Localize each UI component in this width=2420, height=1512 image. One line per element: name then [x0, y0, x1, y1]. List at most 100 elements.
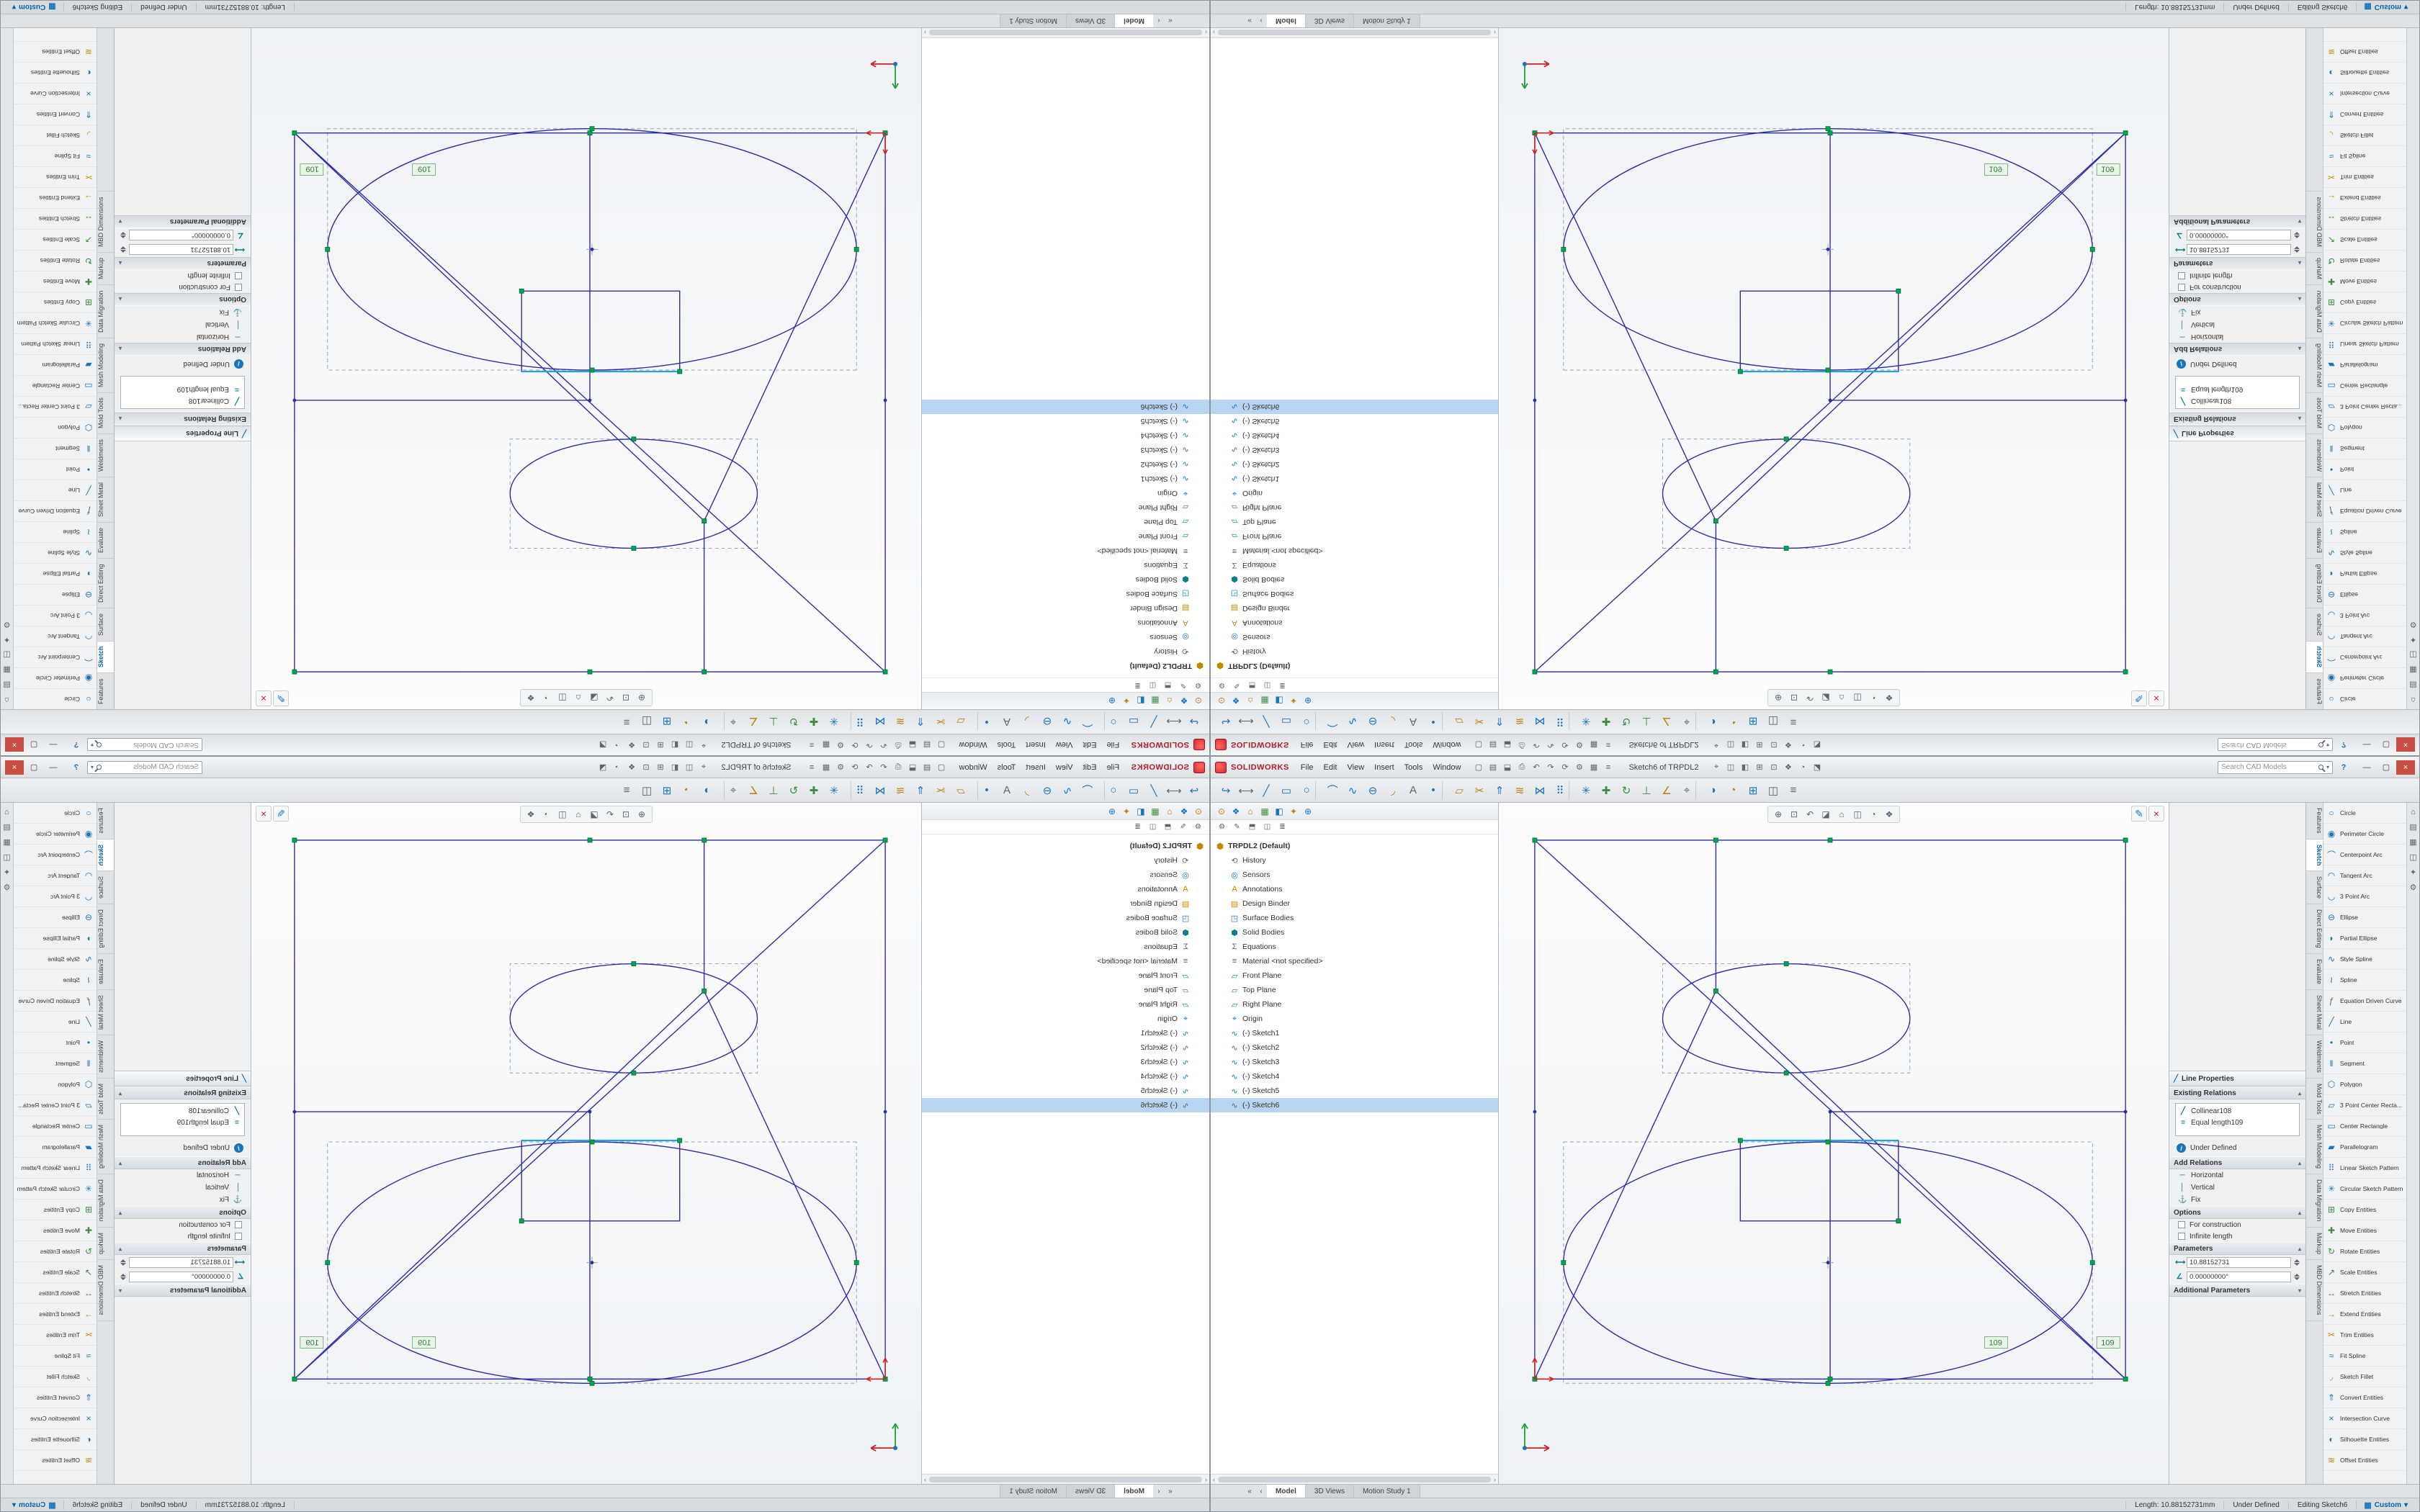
point-icon[interactable]: • — [977, 780, 996, 800]
tree-item[interactable]: ∿ (-) Sketch4 — [1211, 1069, 1498, 1084]
tree-item[interactable]: ∿ (-) Sketch3 — [1211, 1055, 1498, 1069]
sketch-tool-item[interactable]: ≀ Spline — [14, 521, 97, 542]
tree-item[interactable]: ∿ (-) Sketch3 — [1211, 443, 1498, 457]
menu-item[interactable]: View — [1055, 740, 1073, 750]
option-checkbox[interactable]: For construction — [115, 1219, 251, 1230]
cancel-sketch-icon[interactable]: × — [2148, 690, 2164, 706]
print-icon[interactable]: ⎙ — [895, 741, 902, 750]
minimize-button[interactable]: — — [2362, 740, 2371, 750]
scrollbar-thumb[interactable] — [1218, 30, 1491, 36]
tree-display-icon[interactable]: ❖ — [1232, 806, 1240, 816]
sketch-tool-item[interactable]: ≈ Fit Spline — [14, 1346, 97, 1367]
add-relation-button[interactable]: ⚓ Fix — [2169, 1194, 2305, 1206]
sketch-tool-item[interactable]: ⊞ Copy Entities — [2323, 1200, 2406, 1220]
tree-display-icon[interactable]: ❖ — [1180, 696, 1188, 706]
collapse-caret-icon[interactable]: ▴ — [2298, 296, 2301, 303]
option-checkbox[interactable]: For construction — [2169, 1219, 2305, 1230]
save-icon[interactable]: ⬓ — [1503, 763, 1512, 772]
sketch-tool-item[interactable]: ╱ Line — [14, 480, 97, 500]
dimxpert-tab-icon[interactable]: ◫ — [1263, 823, 1271, 831]
collapse-caret-icon[interactable]: ▴ — [119, 346, 122, 353]
displaymanager-tab-icon[interactable]: ≣ — [1134, 823, 1141, 831]
maximize-button[interactable]: ▢ — [30, 763, 38, 772]
sketch-tool-item[interactable]: ⊞ Copy Entities — [14, 1200, 97, 1220]
file-explorer-tab-icon[interactable]: ▦ — [3, 665, 11, 674]
design-library-tab-icon[interactable]: ▤ — [2409, 823, 2417, 832]
status-mode[interactable]: ▦ Custom ▾ — [5, 2, 64, 12]
sketch-tool-item[interactable]: ‖ Segment — [14, 1053, 97, 1074]
checkbox-icon[interactable] — [2178, 272, 2185, 279]
tree-item[interactable]: ≡ Material <not specified> — [922, 954, 1209, 968]
featuremanager-tab-icon[interactable]: ⚙ — [1219, 681, 1225, 689]
tree-filter-icon[interactable]: ⊙ — [1217, 696, 1226, 706]
text-icon[interactable]: A — [1003, 716, 1011, 728]
file-properties-icon[interactable]: ▦ — [1590, 740, 1598, 749]
offset-entities-icon[interactable]: ≋ — [1515, 784, 1525, 797]
document-tab[interactable]: Model — [1114, 14, 1153, 27]
checkbox-icon[interactable] — [235, 1233, 242, 1240]
sketch-tool-item[interactable]: ⇑ Convert Entities — [2323, 104, 2406, 125]
checkbox-icon[interactable] — [235, 1221, 242, 1228]
tree-item[interactable]: ∿ (-) Sketch2 — [1211, 1040, 1498, 1055]
section-additional-parameters[interactable]: Additional Parameters ▾ — [2169, 1284, 2305, 1297]
tree-item[interactable]: ▱ Right Plane — [1211, 500, 1498, 515]
exit-sketch-icon[interactable]: ↪ — [1221, 784, 1231, 797]
tree-item[interactable]: ◳ Surface Bodies — [1211, 911, 1498, 925]
sketch-tool-item[interactable]: ◡ 3 Point Arc — [2323, 886, 2406, 907]
zoom-fit-icon[interactable]: ⊕ — [1774, 693, 1783, 703]
collapse-caret-icon[interactable]: ▴ — [2298, 346, 2301, 353]
collapse-caret-icon[interactable]: ▴ — [119, 1245, 122, 1252]
file-properties-icon[interactable]: ▦ — [1590, 763, 1598, 772]
commandmanager-tab[interactable]: Surface — [97, 871, 114, 905]
tree-item[interactable]: ∿ (-) Sketch4 — [922, 1069, 1209, 1084]
tree-item[interactable]: ▤ Design Binder — [1211, 601, 1498, 616]
centerpoint-arc-icon[interactable]: ⌒ — [1327, 785, 1338, 797]
confirm-sketch-icon[interactable]: ✎ — [2131, 690, 2147, 706]
tree-item[interactable]: ◎ Sensors — [1211, 630, 1498, 644]
hide-show-items-icon[interactable]: ◔ — [1870, 809, 1876, 819]
commandmanager-tab[interactable]: Evaluate — [2306, 522, 2323, 559]
point-icon[interactable]: • — [977, 712, 996, 732]
collapse-caret-icon[interactable]: ▴ — [2298, 1159, 2301, 1166]
section-parameters[interactable]: Parameters ▴ — [115, 1242, 251, 1255]
scroll-right-icon[interactable]: › — [1494, 1475, 1496, 1483]
sketch-tool-item[interactable]: ↔ Stretch Entities — [14, 1283, 97, 1304]
custom-properties-tab-icon[interactable]: ⚙ — [2409, 620, 2417, 629]
shadow-icon[interactable]: ⬔ — [1813, 763, 1821, 772]
parameter-field[interactable]: ⟷ 10.88152731 — [2169, 1255, 2305, 1269]
zoom-fit-icon[interactable]: ⌖ — [701, 741, 707, 750]
commandmanager-tab[interactable]: Markup — [97, 252, 114, 285]
checkbox-icon[interactable] — [2178, 284, 2185, 291]
sketch-tool-item[interactable]: ◉ Perimeter Circle — [14, 824, 97, 845]
sketch-tool-item[interactable]: ◐ Silhouette Entities — [14, 62, 97, 83]
tree-item[interactable]: ∿ (-) Sketch5 — [1211, 1084, 1498, 1098]
sketch-tool-item[interactable]: ∿ Style Spline — [14, 949, 97, 970]
undo-icon[interactable]: ↶ — [880, 763, 887, 772]
point-icon[interactable]: • — [1424, 712, 1443, 732]
parameter-value[interactable]: 10.88152731 — [129, 244, 233, 256]
zoom-fit-icon[interactable]: ⊕ — [1774, 809, 1783, 819]
custom-properties-tab-icon[interactable]: ⚙ — [3, 883, 11, 892]
section-view-icon[interactable]: ◪ — [1821, 693, 1830, 703]
sketch-tool-item[interactable]: ↔ Stretch Entities — [2323, 1283, 2406, 1304]
parameter-field[interactable]: ⟷ 10.88152731 — [115, 243, 251, 257]
sketch-tool-item[interactable]: ⇑ Convert Entities — [14, 104, 97, 125]
shadow-icon[interactable]: ⬔ — [599, 740, 607, 749]
zoom-area-icon[interactable]: ⊡ — [622, 809, 630, 819]
relation-item[interactable]: = Equal length109 — [2177, 1117, 2298, 1128]
commandmanager-tab[interactable]: Mold Tools — [2306, 392, 2323, 434]
sketch-tool-item[interactable]: ⌒ Centerpoint Arc — [14, 647, 97, 667]
new-file-icon[interactable]: ▢ — [937, 740, 946, 749]
tree-item[interactable]: ◎ Sensors — [922, 868, 1209, 882]
document-tab[interactable]: Motion Study 1 — [1000, 14, 1067, 27]
sketch-canvas[interactable]: 109 109 — [1499, 803, 2169, 1484]
spline-icon[interactable]: ∿ — [1348, 784, 1358, 797]
commandmanager-tab[interactable]: MBD Dimensions — [97, 191, 114, 253]
tree-item[interactable]: ⬢ Solid Bodies — [1211, 925, 1498, 940]
previous-view-icon[interactable]: ↶ — [1806, 809, 1814, 819]
sketch-tool-item[interactable]: ▱ 3 Point Center Recta... — [2323, 1095, 2406, 1116]
checkbox-icon[interactable] — [2178, 1221, 2185, 1228]
display-relations-icon[interactable]: ⊥ — [1641, 784, 1652, 797]
sketch-tool-item[interactable]: ◞ Sketch Fillet — [14, 125, 97, 145]
repair-sketch-icon[interactable]: ∠ — [1662, 784, 1672, 797]
